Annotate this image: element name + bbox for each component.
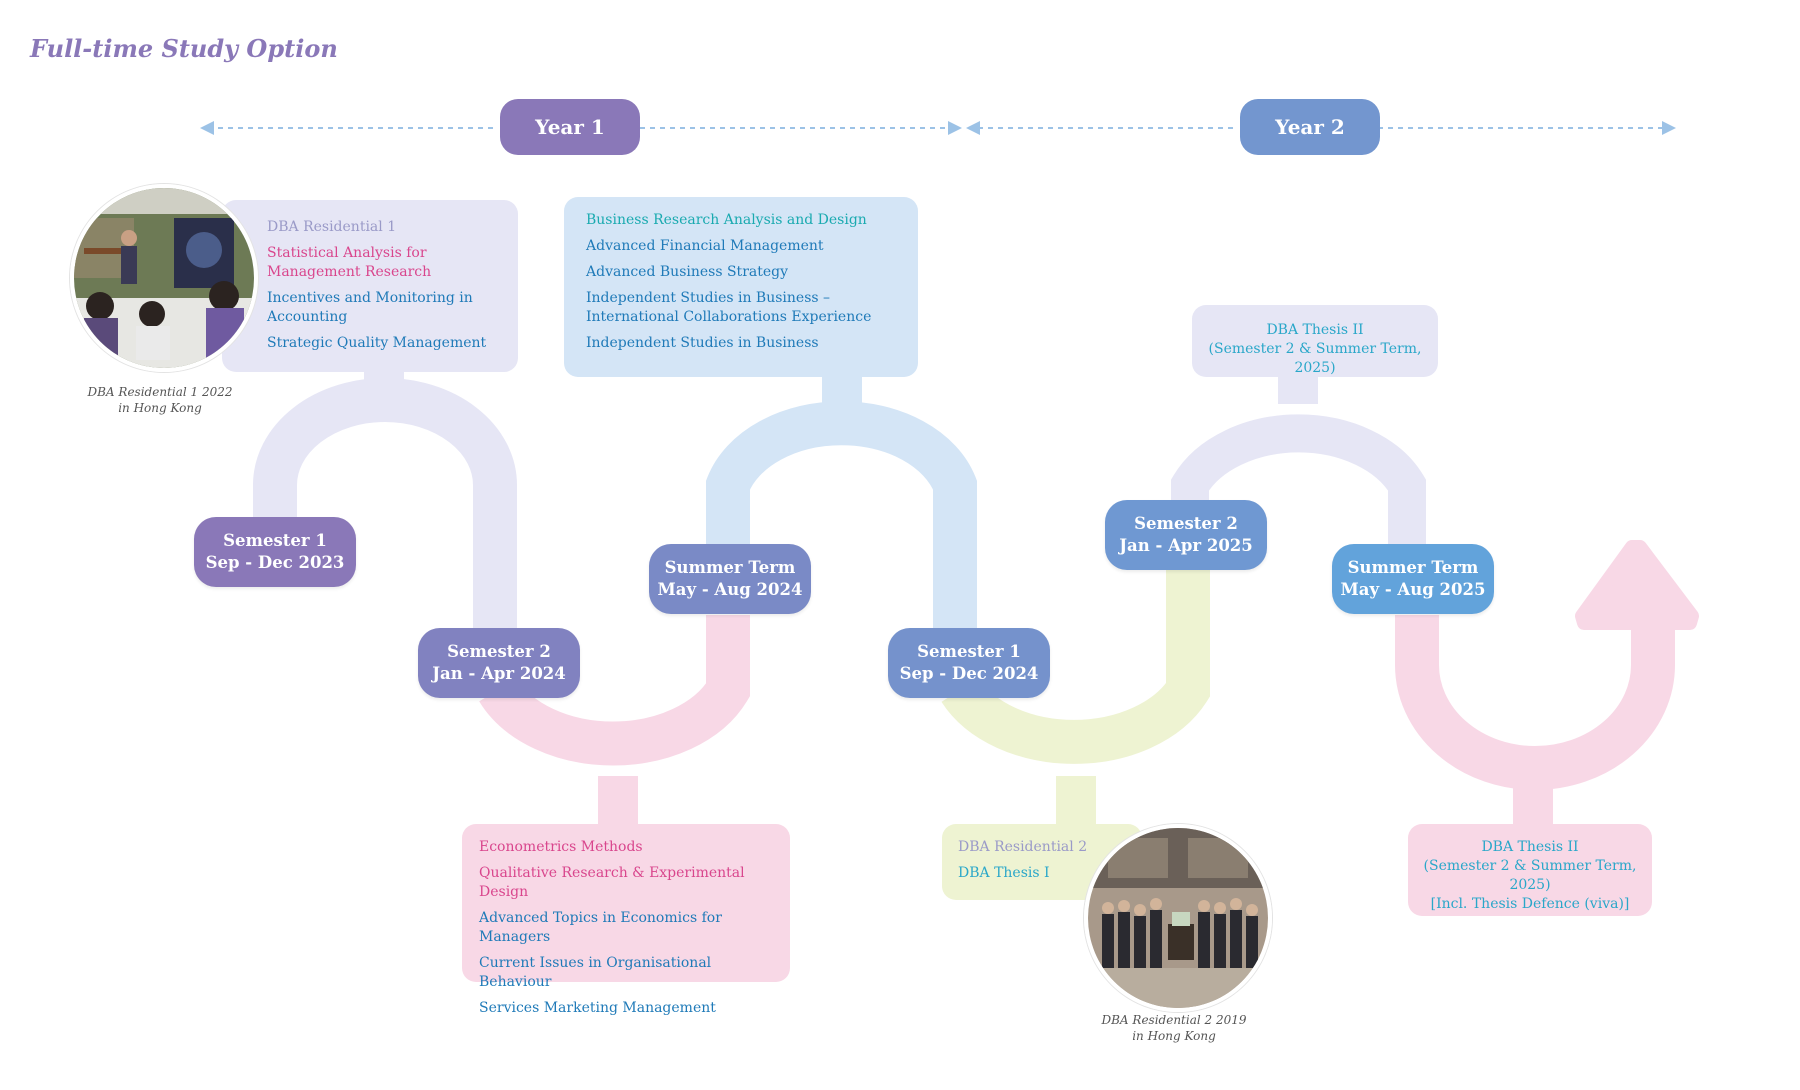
photo-residential-2 xyxy=(1084,824,1272,1012)
semester-name: Summer Term xyxy=(664,558,796,577)
residential-2-heading: DBA Residential 2 xyxy=(958,839,1088,855)
module-item: DBA Thesis I xyxy=(958,865,1050,881)
module-heading: Business Research Analysis and Design xyxy=(586,212,867,228)
caption-line: in Hong Kong xyxy=(1132,1029,1216,1043)
year-2-pill: Year 2 xyxy=(1240,99,1380,155)
semester-dates: May - Aug 2024 xyxy=(657,580,803,599)
module-item: Advanced Topics in Economics for Manager… xyxy=(479,910,722,945)
module-item: Advanced Financial Management xyxy=(586,238,824,254)
module-item: Advanced Business Strategy xyxy=(586,264,789,280)
thesis-line: DBA Thesis II xyxy=(1481,839,1579,855)
group-photo-illustration xyxy=(1088,828,1268,1008)
year-2-label: Year 2 xyxy=(1275,115,1345,139)
caption-line: DBA Residential 2 2019 xyxy=(1101,1013,1247,1027)
semester-name: Semester 2 xyxy=(447,642,551,661)
photo-caption-residential-1: DBA Residential 1 2022 in Hong Kong xyxy=(60,384,260,416)
box-sem2-2025: DBA Thesis II (Semester 2 & Summer Term,… xyxy=(1192,305,1438,377)
module-item: Econometrics Methods xyxy=(479,839,643,855)
semester-pill-sem2-2025: Semester 2 Jan - Apr 2025 xyxy=(1105,500,1267,570)
band-year2-summer xyxy=(1395,540,1699,824)
year-1-label: Year 1 xyxy=(535,115,605,139)
page-title: Full-time Study Option xyxy=(30,34,338,63)
semester-dates: Sep - Dec 2023 xyxy=(205,553,345,572)
timeline-arrowhead xyxy=(948,121,962,135)
thesis-line: (Semester 2 & Summer Term, 2025) xyxy=(1423,858,1637,893)
band-year1-sem1 xyxy=(253,368,517,632)
semester-pill-sem1-2024: Semester 1 Sep - Dec 2024 xyxy=(888,628,1050,698)
year-1-pill: Year 1 xyxy=(500,99,640,155)
module-item: Services Marketing Management xyxy=(479,1000,716,1016)
module-item: Incentives and Monitoring in Accounting xyxy=(267,290,473,325)
semester-name: Summer Term xyxy=(1347,558,1479,577)
semester-dates: Jan - Apr 2024 xyxy=(432,664,566,683)
module-item: Strategic Quality Management xyxy=(267,335,487,351)
semester-pill-summer-2024: Summer Term May - Aug 2024 xyxy=(649,544,811,614)
semester-pill-sem2-2024: Semester 2 Jan - Apr 2024 xyxy=(418,628,580,698)
module-item: Current Issues in Organisational Behavio… xyxy=(479,955,712,990)
semester-name: Semester 1 xyxy=(917,642,1021,661)
photo-residential-1 xyxy=(70,184,258,372)
module-item: Statistical Analysis for Management Rese… xyxy=(267,245,432,280)
box-sem2-2024: Econometrics Methods Qualitative Researc… xyxy=(462,824,790,1016)
module-item: Independent Studies in Business xyxy=(586,335,819,351)
timeline-arrowhead xyxy=(1662,121,1676,135)
timeline-arrowhead xyxy=(200,121,214,135)
box-summer-2024: Business Research Analysis and Design Ad… xyxy=(564,197,918,377)
semester-name: Semester 2 xyxy=(1134,514,1238,533)
box-summer-2025: DBA Thesis II (Semester 2 & Summer Term,… xyxy=(1408,824,1652,916)
caption-line: in Hong Kong xyxy=(118,401,202,415)
semester-dates: Sep - Dec 2024 xyxy=(899,664,1039,683)
semester-name: Semester 1 xyxy=(223,531,327,550)
module-item: Qualitative Research & Experimental Desi… xyxy=(479,865,745,900)
photo-caption-residential-2: DBA Residential 2 2019 in Hong Kong xyxy=(1074,1012,1274,1044)
thesis-line: [Incl. Thesis Defence (viva)] xyxy=(1430,896,1630,912)
residential-1-heading: DBA Residential 1 xyxy=(267,219,397,235)
box-sem1-2023: DBA Residential 1 Statistical Analysis f… xyxy=(222,200,518,372)
module-item: Independent Studies in Business – Intern… xyxy=(586,290,872,325)
semester-pill-sem1-2023: Semester 1 Sep - Dec 2023 xyxy=(194,517,356,587)
timeline-arrowhead xyxy=(966,121,980,135)
thesis-line: DBA Thesis II xyxy=(1266,322,1364,338)
classroom-photo-illustration xyxy=(74,188,254,368)
band-year2-sem1 xyxy=(941,570,1210,824)
semester-dates: Jan - Apr 2025 xyxy=(1119,536,1253,555)
finish-arrowhead xyxy=(1575,540,1699,630)
thesis-line: (Semester 2 & Summer Term, 2025) xyxy=(1208,341,1422,376)
semester-dates: May - Aug 2025 xyxy=(1340,580,1486,599)
semester-pill-summer-2025: Summer Term May - Aug 2025 xyxy=(1332,544,1494,614)
band-year1-sem2 xyxy=(479,615,750,824)
year-timeline xyxy=(200,121,1676,135)
caption-line: DBA Residential 1 2022 xyxy=(87,385,233,399)
